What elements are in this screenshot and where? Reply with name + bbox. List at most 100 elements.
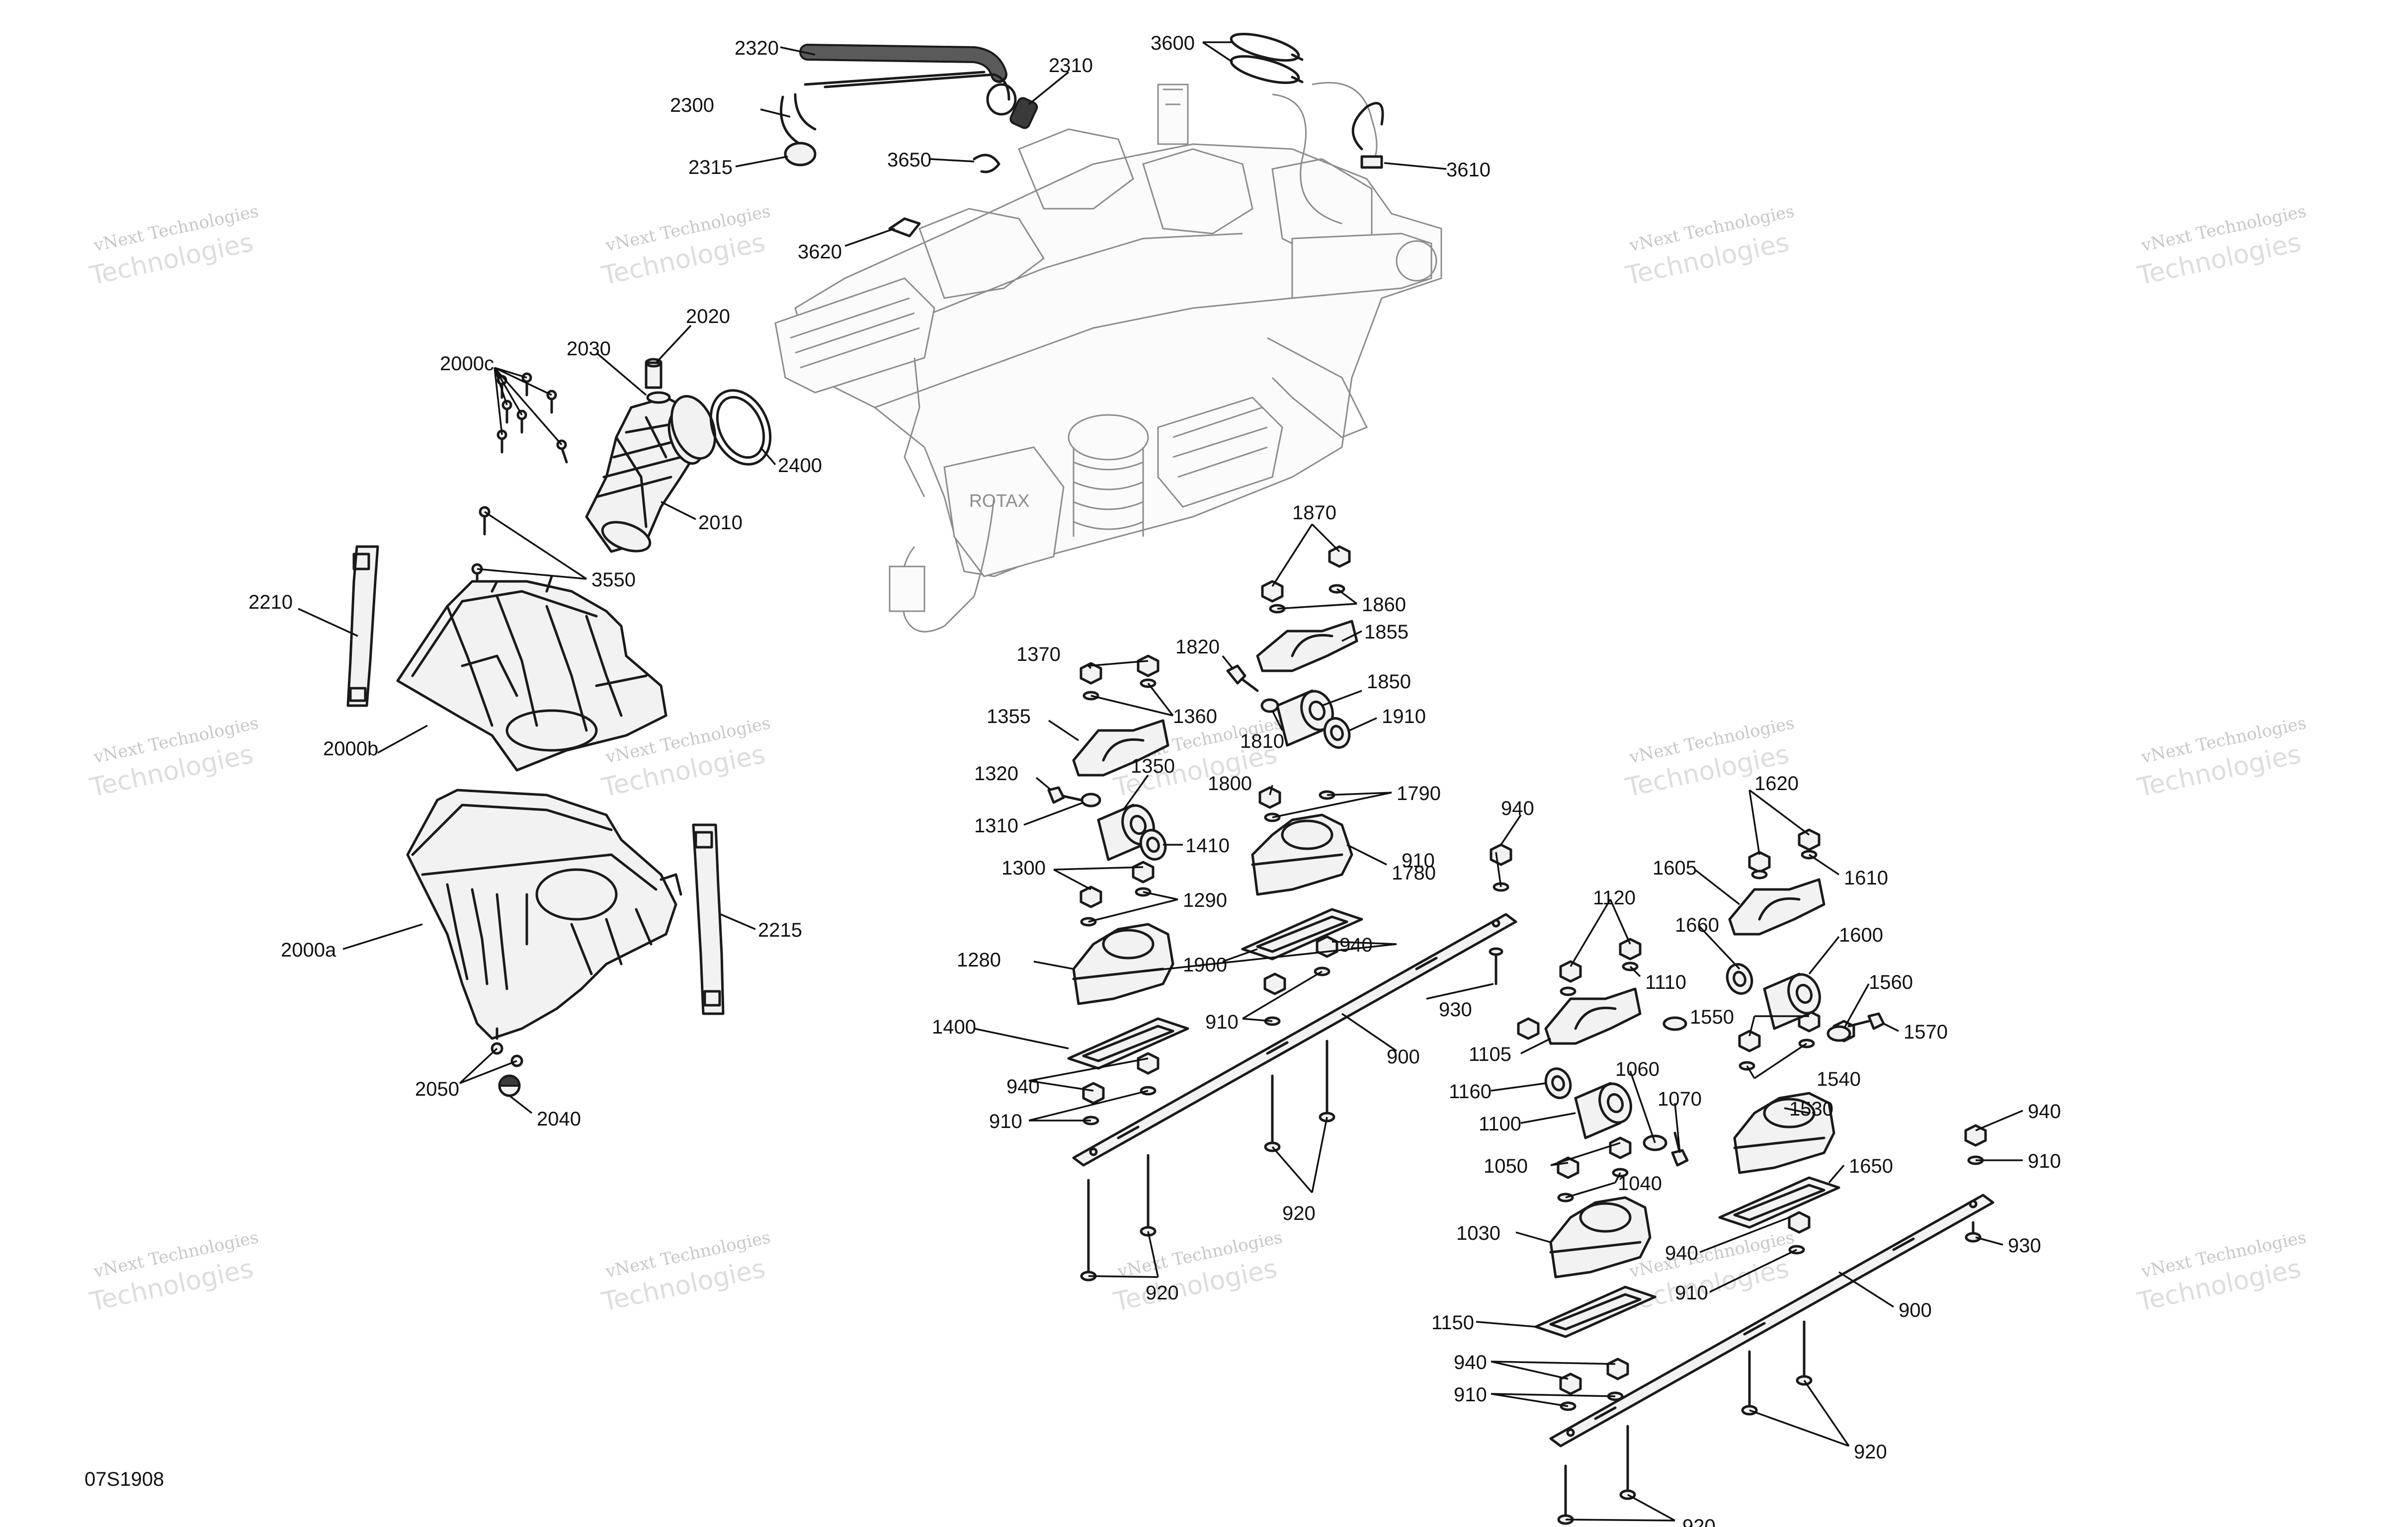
callout-1780: 1780 [1392, 862, 1436, 884]
callout-1370: 1370 [1016, 643, 1061, 665]
spacer-1160 [1544, 1067, 1572, 1099]
callout-930-b: 930 [2008, 1235, 2041, 1257]
callout-3550: 3550 [591, 569, 636, 591]
callout-1870: 1870 [1292, 502, 1336, 524]
callout-labels: 2320 2310 2300 2315 3600 3650 3610 3620 … [249, 32, 2061, 1527]
callout-1790: 1790 [1397, 783, 1441, 804]
callout-1855: 1855 [1364, 621, 1409, 643]
callout-1320: 1320 [974, 763, 1018, 785]
callout-2000b: 2000b [323, 738, 378, 760]
callout-2300: 2300 [670, 94, 714, 116]
bushing-1850 [1276, 689, 1334, 747]
bracket-3620 [888, 217, 921, 238]
callout-910-a: 910 [1205, 1011, 1239, 1033]
callout-3600: 3600 [1151, 32, 1195, 54]
airbox-cover-2000b [396, 575, 667, 772]
sensor-3610 [1351, 102, 1384, 169]
callout-2030: 2030 [567, 338, 611, 360]
shim-1650 [1718, 1176, 1840, 1229]
callout-1910: 1910 [1382, 706, 1426, 727]
nut-washer-group [1079, 545, 1987, 1411]
callout-920-a: 920 [1282, 1203, 1316, 1224]
spacer-1910 [1323, 717, 1351, 749]
callout-910-c: 910 [989, 1111, 1022, 1132]
strap-2215 [692, 823, 725, 1015]
callout-2050: 2050 [415, 1078, 459, 1100]
callout-1820: 1820 [1175, 636, 1220, 658]
spacer-1660 [1726, 963, 1753, 995]
callout-910-e: 910 [1675, 1282, 1708, 1304]
callout-1660: 1660 [1675, 914, 1719, 936]
callout-1110: 1110 [1645, 971, 1686, 993]
callout-1160: 1160 [1449, 1081, 1492, 1103]
callout-2315: 2315 [688, 157, 733, 178]
diagram-code: 07S1908 [84, 1468, 164, 1490]
callout-1530: 1530 [1789, 1098, 1833, 1120]
callout-2010: 2010 [698, 512, 743, 534]
callout-2400: 2400 [778, 455, 822, 477]
washer-1560 [1827, 1025, 1851, 1042]
callout-1600: 1600 [1839, 924, 1883, 946]
engine-assembly: ROTAX [774, 81, 1442, 633]
mount-cap-1355 [1072, 719, 1169, 777]
callout-2210: 2210 [249, 591, 293, 613]
mount-cap-1105 [1544, 987, 1642, 1045]
callout-920-d: 920 [1682, 1516, 1716, 1527]
callout-920-c: 920 [1854, 1441, 1887, 1463]
engine-cover-lettering: ROTAX [969, 490, 1029, 511]
oring-3600 [1230, 33, 1304, 84]
washer-1310 [1080, 793, 1101, 807]
intake-duct-2010 [585, 395, 717, 553]
breather-hose-2320 [799, 44, 1007, 83]
callout-1150: 1150 [1431, 1312, 1474, 1334]
callout-1400: 1400 [932, 1016, 976, 1038]
callout-1120: 1120 [1593, 887, 1636, 909]
callout-1100: 1100 [1479, 1113, 1521, 1135]
support-bar-900-upper [1072, 913, 1517, 1167]
callout-1290: 1290 [1183, 889, 1227, 911]
callout-910-d: 910 [2028, 1150, 2061, 1172]
hose-2300 [780, 71, 1010, 146]
engine-mount-parts [1047, 545, 1994, 1525]
clamp-2400 [709, 389, 772, 466]
callout-1610: 1610 [1844, 867, 1888, 889]
callout-1300: 1300 [1001, 857, 1046, 879]
callout-910-b: 910 [1402, 850, 1435, 872]
callout-1860: 1860 [1362, 594, 1406, 616]
callout-940-d: 940 [1665, 1242, 1698, 1264]
washer-1810 [1260, 698, 1279, 713]
callout-1540: 1540 [1817, 1068, 1861, 1090]
callout-2320: 2320 [735, 37, 779, 59]
shim-1900 [1241, 908, 1363, 961]
callout-1570: 1570 [1904, 1021, 1948, 1043]
callout-1850: 1850 [1367, 671, 1411, 693]
callout-1030: 1030 [1456, 1222, 1500, 1244]
callout-1560: 1560 [1869, 971, 1913, 993]
studs-920 [1080, 1040, 1813, 1525]
callout-1310: 1310 [974, 815, 1018, 837]
callout-1620: 1620 [1754, 773, 1799, 795]
callout-2310: 2310 [1049, 55, 1093, 77]
callout-1605: 1605 [1653, 857, 1697, 879]
clamp-2310 [986, 83, 1038, 129]
callout-940-f: 940 [1501, 798, 1534, 819]
screws-2000c [497, 372, 568, 464]
bushing-1100 [1574, 1082, 1632, 1139]
callout-1360: 1360 [1173, 706, 1217, 727]
callout-1650: 1650 [1849, 1155, 1893, 1177]
callout-3610: 3610 [1446, 159, 1491, 181]
clamp-2030 [646, 391, 671, 404]
mount-base-1780 [1251, 813, 1353, 896]
callout-2020: 2020 [686, 306, 730, 327]
callout-1410: 1410 [1185, 835, 1230, 857]
